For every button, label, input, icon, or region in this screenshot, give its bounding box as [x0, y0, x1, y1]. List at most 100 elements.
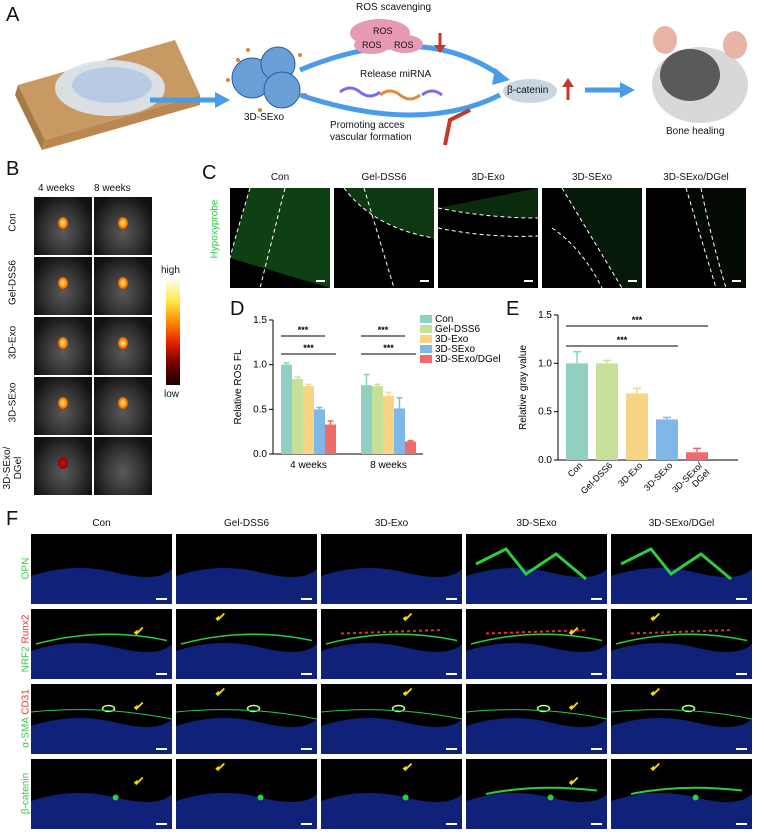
scale-bar: [591, 598, 602, 600]
dashed-boundary: [259, 187, 286, 289]
ivis-image: [94, 257, 152, 315]
scale-bar: [732, 280, 741, 282]
scale-bar: [736, 598, 747, 600]
vessel-signal: [681, 704, 696, 713]
ros-label-3: ROS: [394, 40, 414, 50]
arrow-head: [133, 629, 138, 636]
f-column-header: 3D-SExo: [516, 518, 557, 529]
scale-bar: [591, 673, 602, 675]
panel-label-b: B: [6, 158, 20, 180]
hypoxia-signal: [344, 188, 434, 288]
scale-bar: [156, 598, 167, 600]
fluorescence-image: [466, 609, 607, 679]
arrow-head: [402, 615, 407, 622]
significance-stars: ***: [378, 325, 389, 335]
dapi-signal: [466, 793, 607, 829]
scale-bar: [736, 748, 747, 750]
dapi-signal: [466, 718, 607, 754]
green-signal: [257, 794, 264, 801]
fluorescence-image: [176, 609, 317, 679]
arrow-indicator: [136, 626, 144, 635]
fluorescence-signal: [118, 397, 128, 409]
colorbar-high-label: high: [161, 265, 180, 276]
green-signal: [465, 709, 608, 720]
green-signal: [35, 633, 168, 645]
arrow-head: [568, 704, 573, 711]
red-channel-label: Runx2: [20, 614, 32, 644]
dashed-boundary: [343, 187, 435, 239]
hypoxia-signal: [438, 188, 538, 288]
green-signal: [470, 633, 603, 645]
y-tick-label: 1.5: [538, 310, 552, 321]
bar: [361, 385, 372, 454]
dapi-signal: [466, 643, 607, 679]
y-tick-label: 1.0: [538, 358, 552, 369]
x-tick-label: 8 weeks: [370, 460, 407, 471]
dashed-boundary: [561, 187, 623, 289]
bar: [383, 395, 394, 454]
scale-bar: [301, 823, 312, 825]
scale-bar: [628, 280, 637, 282]
sexo-text: 3D-SExo: [244, 112, 285, 123]
x-tick-label: 3D-SExo/DGel: [670, 460, 712, 502]
scale-bar: [524, 280, 533, 282]
dapi-signal: [176, 793, 317, 829]
y-tick-label: 0.0: [538, 455, 552, 466]
arrow-head: [215, 690, 220, 697]
arrow-head: [568, 629, 573, 636]
green-signal: [320, 709, 463, 720]
significance-stars: ***: [298, 325, 309, 335]
promoting-text-2: vascular formation: [330, 132, 412, 143]
legend-label: 3D-Exo: [435, 334, 469, 345]
scale-bar: [591, 748, 602, 750]
scale-bar: [736, 823, 747, 825]
green-signal: [485, 786, 598, 795]
hypoxyprobe-image: [542, 187, 642, 289]
ivis-image: [94, 377, 152, 435]
dapi-signal: [31, 643, 172, 679]
hypoxia-signal: [562, 188, 642, 288]
b-col-header-4w: 4 weeks: [38, 183, 75, 194]
dapi-signal: [31, 718, 172, 754]
fluorescence-image: [611, 759, 752, 829]
green-signal: [615, 633, 748, 645]
panel-label-f: F: [6, 508, 19, 530]
fluorescence-image: [175, 684, 318, 754]
green-signal: [547, 794, 554, 801]
dapi-signal: [321, 718, 462, 754]
dashed-boundary: [551, 227, 603, 289]
hypoxyprobe-image: [334, 187, 435, 289]
f-column-header: 3D-Exo: [374, 518, 409, 529]
dapi-signal: [321, 793, 462, 829]
arrow-head: [568, 779, 573, 786]
significance-stars: ***: [303, 343, 314, 353]
dashed-boundary: [437, 227, 539, 237]
f-column-header: Con: [92, 518, 111, 529]
dapi-signal: [176, 718, 317, 754]
c-column-header: 3D-Exo: [471, 172, 505, 183]
bar: [314, 409, 325, 454]
colorbar-low-label: low: [164, 389, 180, 400]
arrow-indicator: [217, 612, 225, 621]
scale-bar: [301, 598, 312, 600]
x-tick-label: 3D-Exo: [616, 460, 644, 488]
vessel-signal: [536, 704, 551, 713]
arrow-head: [215, 615, 220, 622]
bar: [281, 364, 292, 454]
bar: [303, 386, 314, 454]
legend-swatch: [420, 355, 432, 363]
c-column-header: 3D-SExo/DGel: [663, 172, 729, 183]
fluorescence-image: [466, 759, 607, 829]
panel-label-a: A: [6, 4, 20, 26]
f-row-label: OPN: [21, 534, 32, 604]
y-tick-label: 1.0: [253, 360, 267, 371]
fluorescence-image: [465, 684, 608, 754]
scale-bar: [420, 280, 429, 282]
ivis-image: [34, 257, 92, 315]
panel-a-schematic: [15, 19, 748, 150]
bar: [626, 393, 648, 460]
c-column-header: Con: [270, 172, 290, 183]
